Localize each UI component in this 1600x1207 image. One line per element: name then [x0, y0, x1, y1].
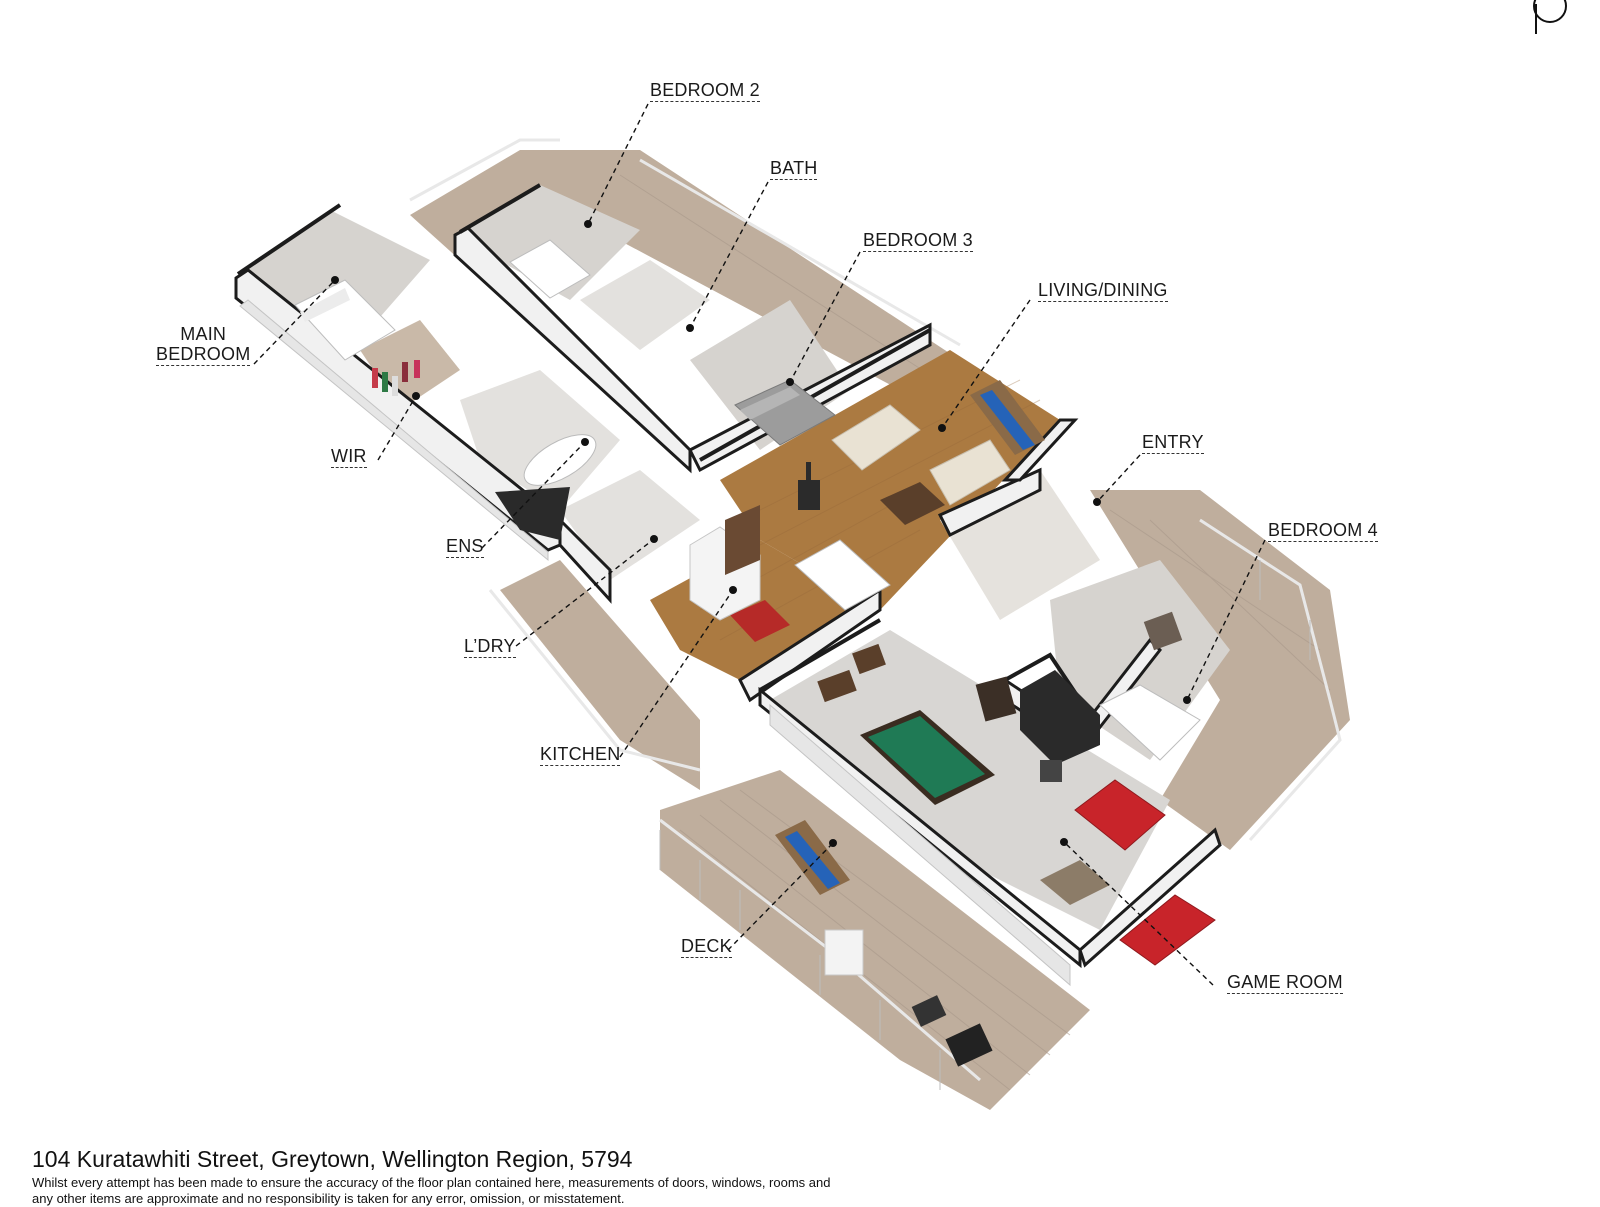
label-game-room: GAME ROOM: [1227, 972, 1343, 994]
label-bedroom-4: BEDROOM 4: [1268, 520, 1378, 542]
bedroom-4-bed: [1099, 684, 1201, 761]
north-compass-icon: [1533, 0, 1567, 34]
label-deck: DECK: [681, 936, 732, 958]
label-main-bedroom-line1: MAIN: [180, 324, 227, 344]
laundry-floor: [560, 470, 700, 580]
kitchen-island: [794, 539, 891, 611]
game-room-red-sofa: [1074, 779, 1166, 851]
label-main-bedroom: MAIN BEDROOM: [156, 324, 251, 366]
main-bed: [294, 279, 396, 361]
game-room-red-sofa-2: [1119, 894, 1216, 966]
bedroom-3-bed: [734, 379, 836, 446]
deck-dining-table: [775, 820, 850, 895]
label-bedroom-3: BEDROOM 3: [863, 230, 973, 252]
label-leaders: [253, 103, 1266, 986]
kitchen-red-table: [730, 600, 790, 642]
bath-floor: [580, 260, 710, 350]
deck-railings: [409, 138, 1342, 1082]
label-ens: ENS: [446, 536, 484, 558]
wood-stove: [798, 480, 820, 510]
property-address: 104 Kuratawhiti Street, Greytown, Wellin…: [32, 1146, 633, 1172]
label-anchor-dots: [331, 220, 1191, 847]
label-entry: ENTRY: [1142, 432, 1204, 454]
ensuite-floor: [460, 370, 620, 510]
label-living-dining: LIVING/DINING: [1038, 280, 1168, 302]
wall-faces: [239, 299, 1071, 987]
deck-floor-kitchen-side: [500, 560, 700, 790]
wir-clothes: [372, 360, 420, 396]
label-wir: WIR: [331, 446, 367, 468]
label-bath: BATH: [770, 158, 818, 180]
label-bedroom-2: BEDROOM 2: [650, 80, 760, 102]
label-kitchen: KITCHEN: [540, 744, 621, 766]
bathtub: [523, 434, 597, 486]
game-room-coffee-table: [1040, 860, 1110, 905]
living-coffee-table: [880, 482, 945, 525]
floor-plan-disclaimer: Whilst every attempt has been made to en…: [32, 1175, 831, 1206]
living-sofas: [831, 404, 1011, 506]
label-laundry: L’DRY: [464, 636, 516, 658]
living-dining-floor: [720, 350, 1060, 610]
deck-floor-south: [660, 770, 1090, 1110]
walls: [234, 226, 1222, 969]
pool-table: [860, 710, 995, 805]
furniture: [294, 239, 1216, 1067]
bbq: [945, 1023, 993, 1067]
living-dining-table: [970, 380, 1045, 455]
label-main-bedroom-line2: BEDROOM: [156, 344, 251, 364]
bedroom-2-bed: [509, 239, 591, 299]
